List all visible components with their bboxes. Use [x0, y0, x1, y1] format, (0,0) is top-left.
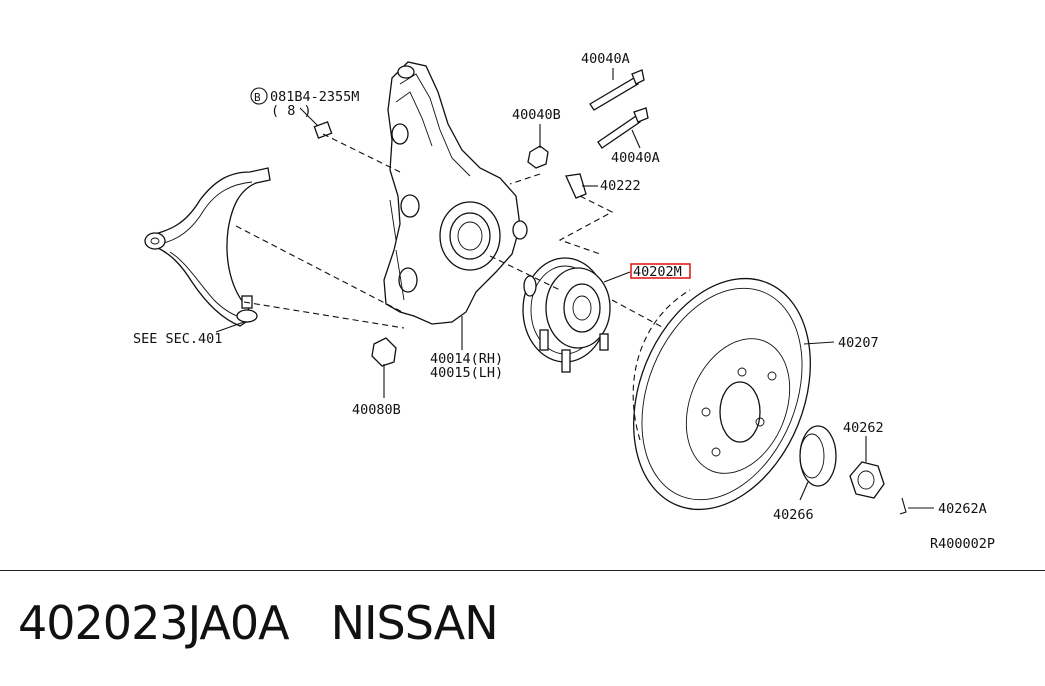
label-40040A-bottom: 40040A: [611, 150, 660, 166]
lower-control-arm: [144, 167, 271, 327]
steering-knuckle: [383, 61, 528, 325]
part-number: 402023JA0A: [18, 596, 290, 650]
label-40202M: 40202M: [633, 264, 682, 280]
label-40040A-top: 40040A: [581, 51, 630, 67]
spacer-40266: [799, 425, 837, 487]
label-ref-code: R400002P: [930, 536, 995, 552]
brake-rotor: [632, 277, 811, 511]
b-mark: B: [250, 87, 268, 105]
label-40262: 40262: [843, 420, 884, 436]
label-40262A: 40262A: [938, 501, 987, 517]
fasteners: [313, 69, 649, 367]
label-40015: 40015(LH): [430, 365, 503, 381]
label-bolt-code: 081B4-2355M: [270, 89, 359, 105]
b-mark-text: B: [254, 91, 261, 104]
hub-bearing-assembly: [522, 257, 611, 373]
highlight-box: [630, 263, 691, 279]
label-bolt-qty: ( 8 ): [271, 103, 312, 119]
label-40040B: 40040B: [512, 107, 561, 123]
label-40080B: 40080B: [352, 402, 401, 418]
label-40266: 40266: [773, 507, 814, 523]
brand-name: NISSAN: [330, 596, 499, 650]
parts-diagram: B 081B4-2355M ( 8 ) 40040A 40040B 40040A…: [133, 51, 995, 552]
label-see-sec: SEE SEC.401: [133, 331, 222, 347]
label-40222: 40222: [600, 178, 641, 194]
hub-nut-40262: [849, 461, 885, 499]
leader-lines: [215, 68, 934, 509]
cotter-pin-40262A: [899, 497, 907, 515]
label-40014: 40014(RH): [430, 351, 503, 367]
separator-line: [0, 570, 1045, 571]
part-caption: 402023JA0A NISSAN: [18, 596, 499, 666]
label-40207: 40207: [838, 335, 879, 351]
label-40202M-highlight[interactable]: 40202M: [630, 263, 691, 280]
